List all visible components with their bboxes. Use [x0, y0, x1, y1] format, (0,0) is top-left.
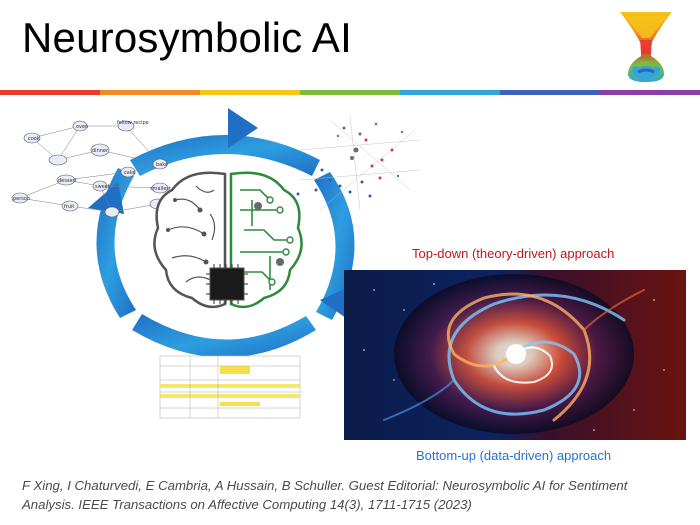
graph-node-smallest: smallest: [150, 186, 171, 192]
bottom-up-label: Bottom-up (data-driven) approach: [416, 448, 612, 463]
result-table: [159, 355, 301, 419]
brain-circuit-icon: [153, 171, 303, 309]
graph-node-oven: oven: [76, 124, 88, 130]
embedding-scatter: [296, 115, 421, 211]
graph-node-fruit: fruit: [64, 204, 74, 210]
semantic-graph: cook oven bake cake dessert sweet person…: [11, 120, 171, 218]
graph-node-person: person: [13, 196, 30, 202]
citation-text: F Xing, I Chaturvedi, E Cambria, A Hussa…: [22, 478, 628, 512]
graph-node-dessert: dessert: [58, 178, 77, 184]
spiral-galaxy-image: [344, 270, 686, 440]
neurosymbolic-cycle-figure: cook oven bake cake dessert sweet person…: [11, 108, 421, 419]
slide-title: Neurosymbolic AI: [22, 14, 352, 61]
top-down-label: Top-down (theory-driven) approach: [412, 246, 615, 261]
funnel-logo-icon: [620, 12, 672, 82]
graph-node-cake: cake: [124, 170, 136, 176]
graph-node-cook: cook: [28, 136, 40, 142]
graph-node-dinner: dinner: [92, 148, 109, 154]
graph-node-follow-recipe: follow recipe: [117, 120, 149, 126]
rainbow-divider: [0, 90, 700, 95]
graph-node-bake: bake: [156, 162, 168, 168]
chip-icon: [206, 264, 248, 304]
graph-node-sweet: sweet: [95, 184, 110, 190]
